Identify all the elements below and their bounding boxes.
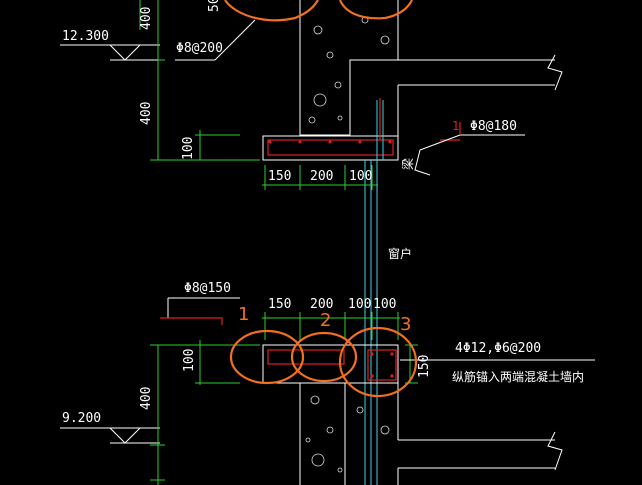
- upper-beam: [262, 98, 399, 161]
- dim-top-partial2: 50: [207, 0, 222, 12]
- concrete-wall-lower: [305, 395, 563, 485]
- dimension-lines-left-upper: [139, 0, 260, 161]
- level-label-upper: 12.300: [62, 29, 109, 44]
- window-label: 窗户: [388, 246, 412, 261]
- marker-2: 2: [320, 310, 331, 331]
- rebar-label-beam: Φ8@180: [470, 119, 517, 134]
- dimension-lines-horizontal-lower: [262, 312, 400, 340]
- dim-lower-100: 100: [182, 349, 197, 372]
- annotation-circles-lower: [229, 326, 418, 398]
- dimension-lines-horizontal-upper: [262, 165, 378, 190]
- level-marker-upper: [60, 44, 160, 61]
- marker-1: 1: [238, 304, 249, 325]
- concrete-wall-upper: [299, 0, 399, 136]
- leader-lower-left: [160, 297, 240, 325]
- leader-top: [175, 19, 256, 61]
- dim-lower-w1: 150: [268, 297, 291, 312]
- leader-beam: [414, 122, 525, 176]
- dim-lower-w3: 100: [348, 297, 371, 312]
- level-marker-lower: [60, 427, 160, 444]
- level-label-lower: 9.200: [62, 411, 101, 426]
- dim-upper-400: 400: [139, 102, 154, 125]
- rebar-label-top: Φ8@200: [176, 41, 223, 56]
- dim-top-partial: 400: [139, 7, 154, 30]
- dim-right-150: 150: [417, 355, 432, 378]
- dim-upper-w2: 200: [310, 169, 333, 184]
- lower-beam: [262, 344, 399, 485]
- window-glass-lines: [364, 100, 384, 485]
- anchor-note: 纵筋锚入两端混凝土墙内: [452, 369, 584, 384]
- rebar-corner-bars: 4Φ12,Φ6@200: [455, 341, 541, 356]
- rebar-label-lower: Φ8@150: [184, 281, 231, 296]
- slab-upper-right: [350, 54, 563, 140]
- dimension-lines-left-lower: [150, 340, 260, 485]
- dim-lower-w4: 100: [373, 297, 396, 312]
- beam-callout-number: 1: [452, 119, 460, 133]
- annotation-circles-top: [224, 0, 413, 22]
- dim-upper-w1: 150: [268, 169, 291, 184]
- dim-upper-100: 100: [181, 137, 196, 160]
- marker-3: 3: [400, 314, 411, 335]
- dim-lower-400: 400: [139, 387, 154, 410]
- beam-note: 梁: [400, 158, 415, 170]
- dim-upper-w3: 100: [349, 169, 372, 184]
- dim-lower-w2: 200: [310, 297, 333, 312]
